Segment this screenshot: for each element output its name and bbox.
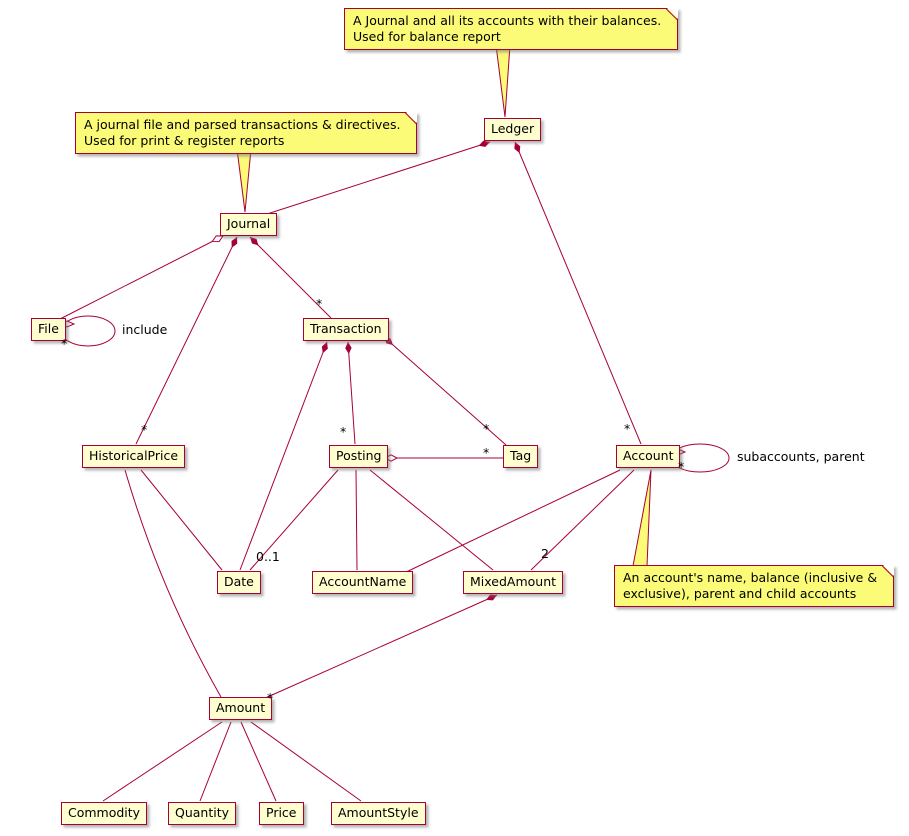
class-amount: Amount	[209, 697, 273, 720]
class-date: Date	[217, 571, 261, 594]
note-connector-ledger	[495, 44, 511, 118]
edge-account-mixedamount	[530, 469, 635, 571]
edge-mixedamount-amount	[262, 594, 498, 700]
note-ledger: A Journal and all its accounts with thei…	[344, 8, 679, 50]
edge-transaction-posting	[345, 341, 356, 445]
class-account: Account	[616, 445, 681, 468]
multiplicity-posting-tag: *	[483, 445, 490, 460]
class-file: File	[31, 318, 66, 341]
class-ledger: Ledger	[484, 118, 542, 141]
multiplicity-file-file: *	[61, 336, 68, 351]
multiplicity-account-account: *	[678, 459, 685, 474]
edge-amount-amountstyle	[250, 721, 362, 802]
edge-journal-historicalprice	[135, 236, 238, 445]
edge-ledger-account	[514, 141, 642, 445]
class-transaction: Transaction	[303, 318, 389, 341]
class-historicalprice: HistoricalPrice	[82, 445, 186, 468]
edge-historicalprice-date	[140, 469, 223, 571]
edge-amount-quantity	[199, 721, 232, 802]
edge-label-subaccounts-parent: subaccounts, parent	[737, 449, 865, 464]
class-mixedamount: MixedAmount	[463, 571, 564, 594]
edge-journal-file	[59, 236, 223, 320]
multiplicity-transaction-posting: *	[340, 424, 347, 439]
edge-amount-price	[240, 721, 277, 802]
multiplicity-ledger-account: *	[624, 421, 631, 436]
class-commodity: Commodity	[61, 802, 148, 825]
note-connector-account	[632, 469, 652, 567]
class-journal: Journal	[220, 213, 278, 236]
class-tag: Tag	[503, 445, 539, 468]
multiplicity-journal-historicalprice: *	[141, 422, 148, 437]
multiplicity-mixedamount-amount: *	[267, 690, 274, 705]
multiplicity-account-mixedamount: 2	[541, 546, 549, 561]
edge-historicalprice-amount	[124, 469, 222, 698]
edge-account-accountname	[401, 469, 621, 575]
multiplicity-journal-transaction: *	[316, 296, 323, 311]
class-accountname: AccountName	[312, 571, 414, 594]
edge-amount-commodity	[102, 721, 223, 802]
edge-posting-mixedamount	[369, 469, 494, 571]
edge-ledger-journal	[263, 140, 491, 216]
class-quantity: Quantity	[168, 802, 237, 825]
edge-posting-accountname	[355, 469, 358, 571]
note-connector-journal	[236, 148, 252, 213]
edge-file-include-self-loop	[60, 315, 116, 347]
class-price: Price	[259, 802, 304, 825]
edge-journal-transaction	[249, 236, 332, 319]
multiplicity-posting-date: 0..1	[256, 549, 280, 564]
class-amountstyle: AmountStyle	[331, 802, 426, 825]
edge-posting-date	[249, 469, 339, 571]
edge-transaction-date	[239, 341, 328, 571]
edge-label-include: include	[122, 322, 168, 337]
edge-transaction-tag	[383, 336, 507, 446]
note-account: An account's name, balance (inclusive & …	[614, 565, 895, 607]
class-posting: Posting	[329, 445, 389, 468]
note-journal: A journal file and parsed transactions &…	[75, 112, 418, 154]
multiplicity-transaction-tag: *	[483, 421, 490, 436]
